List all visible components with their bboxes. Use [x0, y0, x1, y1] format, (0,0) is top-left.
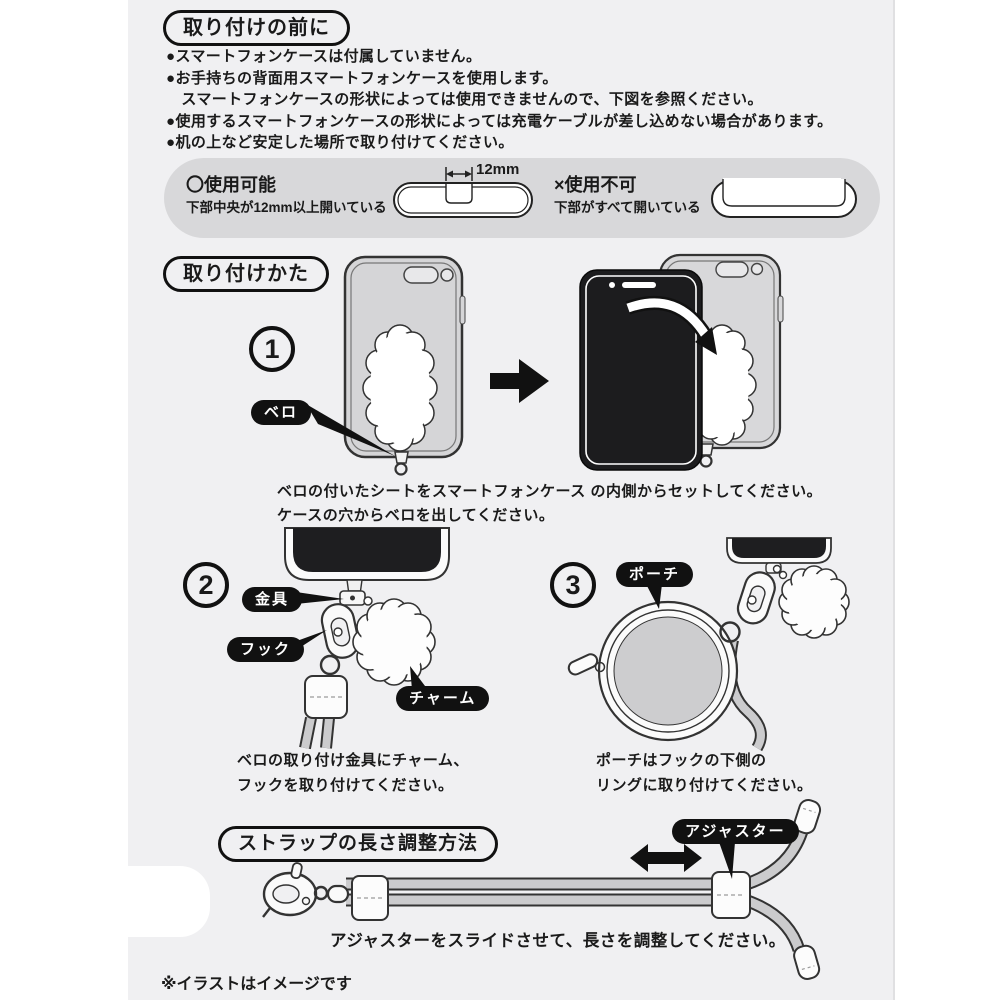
step3-caption-line1: ポーチはフックの下側の — [596, 752, 767, 769]
bullet-line: ●机の上など安定した場所で取り付けてください。 — [166, 134, 514, 151]
compat-ng-title: ×使用不可 — [554, 175, 637, 195]
compat-ok-desc: 下部中央が12mm以上開いている — [186, 200, 387, 215]
step3-caption-line2: リングに取り付けてください。 — [596, 777, 813, 794]
step2-caption-line2: フックを取り付けてください。 — [237, 777, 454, 794]
step1-caption-line1: ベロの付いたシートをスマートフォンケース の内側からセットしてください。 — [277, 483, 823, 500]
bullet-line: スマートフォンケースの形状によっては使用できませんので、下図を参照ください。 — [166, 91, 763, 108]
bullet-line: ●使用するスマートフォンケースの形状によっては充電ケーブルが差し込めない場合があ… — [166, 112, 833, 130]
section-title-before-install: 取り付けの前に — [163, 10, 350, 46]
callout-hook: フック — [227, 637, 305, 662]
step2-number: 2 — [183, 562, 229, 608]
step3-number: 3 — [550, 562, 596, 608]
callout-charm: チャーム — [396, 686, 490, 711]
bullet-line: ●お手持ちの背面用スマートフォンケースを使用します。 — [166, 69, 558, 87]
step2-caption-line1: ベロの取り付け金具にチャーム、 — [237, 752, 469, 769]
step1-caption-line2: ケースの穴からベロを出してください。 — [277, 507, 555, 524]
footnote: ※イラストはイメージです — [161, 976, 352, 993]
callout-metal-fitting: 金具 — [242, 587, 303, 612]
compat-dimension-label: 12mm — [476, 161, 520, 178]
callout-tab-bero: ベロ — [251, 400, 312, 425]
section-title-how-to-attach: 取り付けかた — [163, 256, 329, 292]
step1-number: 1 — [249, 326, 295, 372]
bullet-line: ●スマートフォンケースは付属していません。 — [166, 48, 482, 65]
die-cut-tab — [92, 866, 210, 937]
compat-ok-title: 〇使用可能 — [186, 175, 276, 195]
section-title-strap-adjust: ストラップの長さ調整方法 — [218, 826, 499, 862]
adjust-caption: アジャスターをスライドさせて、長さを調整してください。 — [330, 932, 786, 950]
intro-bullet-list: ●スマートフォンケースは付属していません。 ●お手持ちの背面用スマートフォンケー… — [166, 46, 833, 154]
callout-adjuster: アジャスター — [672, 819, 799, 844]
compat-ng-desc: 下部がすべて開いている — [554, 200, 701, 215]
callout-pouch: ポーチ — [616, 562, 694, 587]
